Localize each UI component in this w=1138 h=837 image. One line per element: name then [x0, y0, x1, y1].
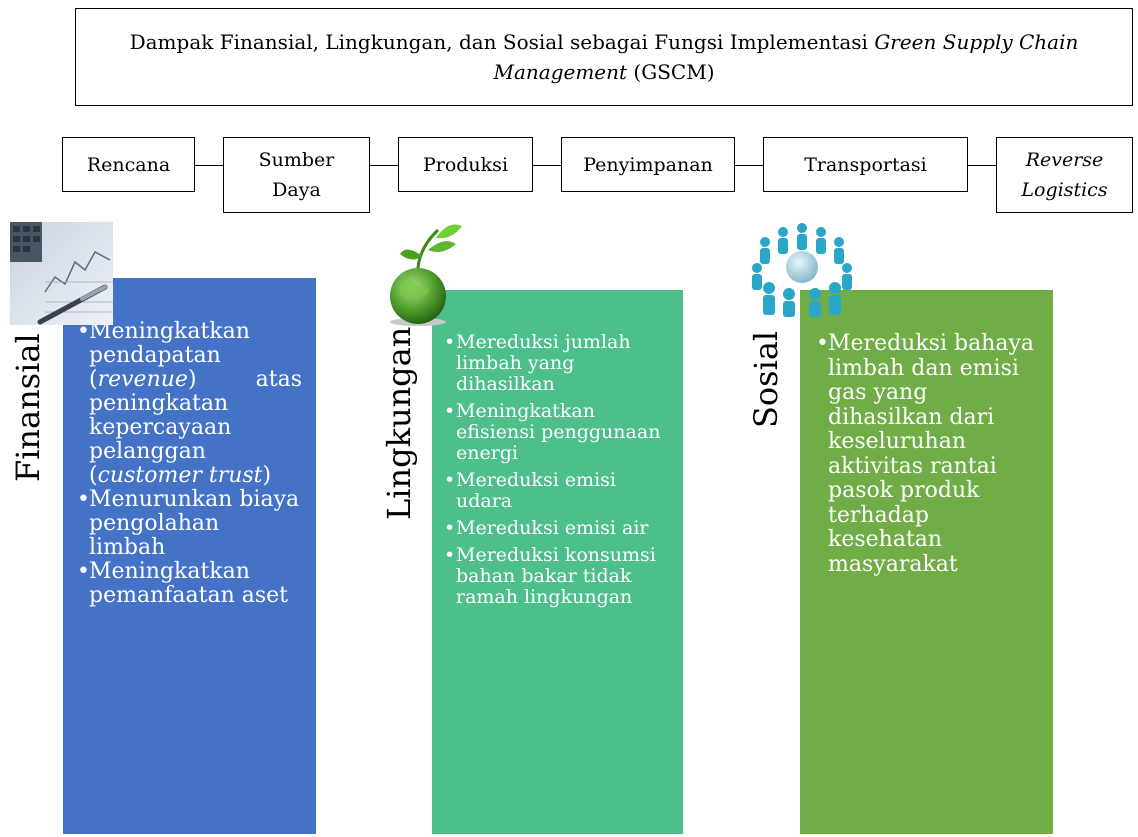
stage-produksi: Produksi	[398, 137, 533, 192]
stage-connector	[195, 165, 223, 166]
sosial-label: Sosial	[747, 330, 785, 428]
stage-label: Logistics	[1021, 179, 1108, 201]
stage-connector	[533, 165, 561, 166]
lingkungan-panel: Mereduksi jumlah limbah yang dihasilkan …	[432, 290, 683, 834]
stage-label: Transportasi	[804, 153, 927, 176]
green-globe-icon	[378, 222, 473, 327]
people-circle-icon	[747, 222, 857, 317]
stage-label: Reverse	[1025, 149, 1104, 171]
title-text-2: (GSCM)	[627, 60, 715, 84]
finansial-panel: Meningkatkan pendapatan (revenue) atas p…	[63, 278, 316, 834]
finance-chart-icon	[10, 222, 113, 325]
stage-label: Sumber	[258, 149, 335, 171]
stage-label: Rencana	[86, 153, 171, 176]
lingkungan-bullet: Mereduksi konsumsi bahan bakar tidak ram…	[444, 545, 671, 608]
lingkungan-label: Lingkungan	[380, 326, 418, 520]
finansial-bullet: Menurunkan biaya pengolahan limbah	[77, 488, 302, 560]
stage-rencana: Rencana	[62, 137, 195, 192]
stage-label: Produksi	[422, 153, 509, 176]
stage-label: Penyimpanan	[583, 153, 713, 176]
stage-label: Daya	[272, 179, 321, 201]
stage-connector	[735, 165, 763, 166]
diagram-title: Dampak Finansial, Lingkungan, dan Sosial…	[75, 8, 1133, 106]
title-text-1: Dampak Finansial, Lingkungan, dan Sosial…	[129, 30, 875, 54]
lingkungan-bullet: Meningkatkan efisiensi penggunaan energi	[444, 401, 671, 464]
stage-connector	[370, 165, 398, 166]
stage-transportasi: Transportasi	[763, 137, 968, 192]
stage-penyimpanan: Penyimpanan	[561, 137, 735, 192]
stage-connector	[968, 165, 996, 166]
lingkungan-bullet: Mereduksi emisi udara	[444, 470, 671, 512]
lingkungan-bullet: Mereduksi jumlah limbah yang dihasilkan	[444, 332, 671, 395]
finansial-label: Finansial	[9, 333, 47, 482]
lingkungan-bullet: Mereduksi emisi air	[444, 518, 671, 540]
finansial-bullet: Meningkatkan pemanfaatan aset	[77, 560, 302, 608]
title-text-italic: Green Supply Chain Management	[493, 30, 1079, 84]
sosial-bullet: Mereduksi bahaya limbah dan emisi gas ya…	[816, 331, 1037, 577]
finansial-bullet: Meningkatkan pendapatan (revenue) atas p…	[77, 320, 302, 488]
sosial-panel: Mereduksi bahaya limbah dan emisi gas ya…	[800, 290, 1053, 834]
